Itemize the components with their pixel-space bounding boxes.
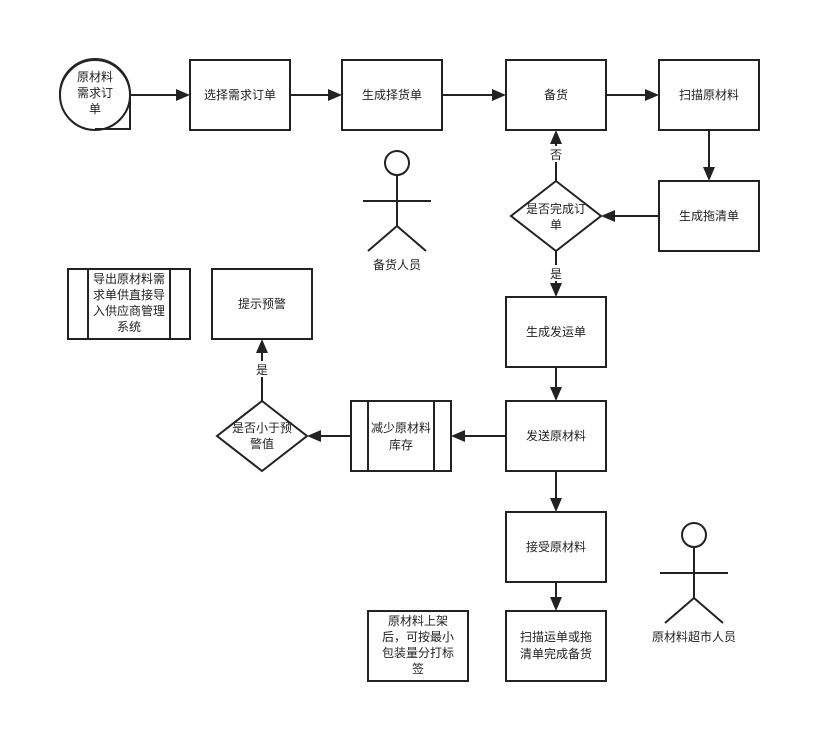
process-scan-waybill: 扫描运单或拖 清单完成备货 <box>505 610 607 682</box>
note-shelf-labeling: 原材料上架 后，可按最小 包装量分打标 签 <box>367 610 469 682</box>
arrowhead-scan <box>645 89 659 101</box>
subprocess-reduce-stock-line-2: 库存 <box>389 437 413 452</box>
arrowhead-warning-decision <box>307 430 321 442</box>
note-shelf-line-3: 包装量分打标 <box>382 646 454 660</box>
subprocess-export-doc-line-3: 入供应商管理 <box>93 303 165 318</box>
actor-supermarket-label: 原材料超市人员 <box>652 629 736 644</box>
arrowhead-waybill <box>550 597 562 611</box>
arrowhead-reduce <box>451 430 465 442</box>
arrowhead-prompt <box>256 339 268 353</box>
note-shelf-line-4: 签 <box>412 661 424 676</box>
process-generate-drag-list-label: 生成拖清单 <box>679 209 739 223</box>
label-bg-yes-complete <box>548 265 564 281</box>
process-scan-waybill-line-2: 清单完成备货 <box>520 646 592 661</box>
edge-labels: 否 是 是 <box>254 146 564 377</box>
subprocess-reduce-stock-line-1: 减少原材料 <box>371 421 431 435</box>
process-prepare-goods: 备货 <box>505 59 607 131</box>
note-shelf-line-1: 原材料上架 <box>388 614 448 628</box>
decision-below-warning-line-2: 警值 <box>250 436 274 451</box>
arrowhead-select <box>176 89 190 101</box>
actor-supermarket-head-icon <box>681 522 707 548</box>
process-warning-prompt-label: 提示预警 <box>238 296 286 311</box>
process-select-order: 选择需求订单 <box>189 59 291 131</box>
process-prepare-goods-label: 备货 <box>544 87 568 102</box>
label-bg-yes-warning <box>254 361 270 377</box>
edge-label-no: 否 <box>550 148 562 162</box>
edge-label-yes-complete: 是 <box>550 267 562 281</box>
arrowhead-prepare-no <box>550 130 562 144</box>
edge-label-yes-warning: 是 <box>256 363 268 377</box>
process-generate-shipment: 生成发运单 <box>505 296 607 368</box>
process-scan-material-label: 扫描原材料 <box>679 88 739 102</box>
process-generate-shipment-label: 生成发运单 <box>526 324 586 339</box>
process-receive-material-label: 接受原材料 <box>526 539 586 554</box>
subprocess-export-doc-line-1: 导出原材料需 <box>93 272 165 286</box>
process-select-order-label: 选择需求订单 <box>204 88 276 102</box>
decision-order-complete-line-1: 是否完成订 <box>526 201 586 216</box>
subprocess-export-doc-line-4: 系统 <box>117 320 141 334</box>
document-line-3: 单 <box>89 102 101 116</box>
arrowhead-receive <box>550 498 562 512</box>
decision-below-warning: 是否小于预 警值 <box>215 399 309 473</box>
process-scan-waybill-line-1: 扫描运单或拖 <box>520 630 592 644</box>
actor-stocker-head-icon <box>384 150 410 176</box>
arrowhead-picklist <box>328 89 342 101</box>
arrowhead-prepare <box>492 89 506 101</box>
subprocess-export-doc-line-2: 求单供直接导 <box>93 287 165 302</box>
process-generate-picklist-label: 生成择货单 <box>362 87 422 102</box>
actor-supermarket-staff: 原材料超市人员 <box>652 522 736 644</box>
arrowhead-draglist <box>703 167 715 181</box>
process-ship-material: 发送原材料 <box>505 400 607 472</box>
decision-order-complete-line-2: 单 <box>550 218 562 232</box>
process-scan-material: 扫描原材料 <box>658 59 760 131</box>
process-warning-prompt: 提示预警 <box>211 268 313 340</box>
process-generate-drag-list: 生成拖清单 <box>658 180 760 252</box>
actor-stocker: 备货人员 <box>363 150 431 272</box>
document-line-1: 原材料 <box>77 70 113 84</box>
document-raw-material-order: 原材料 需求订 单 <box>59 58 131 131</box>
process-ship-material-label: 发送原材料 <box>526 428 586 443</box>
actor-stocker-label: 备货人员 <box>373 257 421 272</box>
arrowhead-decision <box>601 210 615 222</box>
document-line-2: 需求订 <box>77 86 113 100</box>
connectors <box>130 89 715 611</box>
subprocess-reduce-stock: 减少原材料 库存 <box>350 400 452 472</box>
decision-below-warning-line-1: 是否小于预 <box>232 421 292 435</box>
arrowhead-shipment <box>550 283 562 297</box>
label-bg-no <box>548 146 564 162</box>
process-receive-material: 接受原材料 <box>505 511 607 583</box>
decision-order-complete: 是否完成订 单 <box>509 179 603 253</box>
subprocess-export-doc: 导出原材料需 求单供直接导 入供应商管理 系统 <box>67 268 191 340</box>
process-generate-picklist: 生成择货单 <box>341 59 443 131</box>
arrowhead-send <box>550 387 562 401</box>
note-shelf-line-2: 后，可按最小 <box>382 630 454 644</box>
